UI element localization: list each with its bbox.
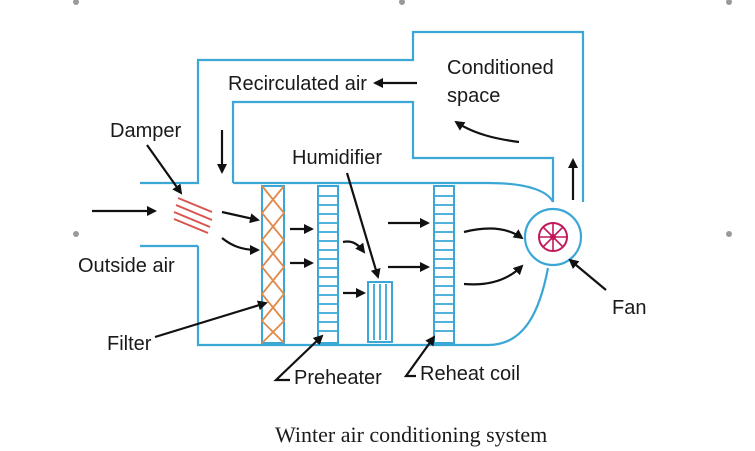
main-duct-top (233, 181, 554, 203)
recirculated-air-label: Recirculated air (228, 73, 367, 95)
mix-arrow (221, 237, 260, 255)
conditioned-space-arrow (454, 120, 520, 144)
damper-leader (146, 144, 183, 195)
corner-dot (399, 0, 405, 5)
humidifier-leader (345, 172, 381, 279)
damper-out-arrow (221, 210, 260, 224)
humidifier-icon (367, 281, 393, 343)
reheat-coil-icon (433, 185, 455, 344)
fan-label: Fan (612, 297, 646, 319)
inner-duct-wall (231, 100, 555, 202)
conditioned-space-label-line1: Conditioned (447, 57, 554, 79)
to-fan-arrow-2 (463, 264, 524, 286)
duct-system (140, 30, 585, 347)
filter-leader (154, 300, 268, 339)
humidifier-label: Humidifier (292, 147, 382, 169)
to-fan-arrow-1 (463, 227, 524, 240)
preheater-coil-icon (317, 185, 339, 344)
corner-dot (726, 0, 732, 5)
fan-leader (568, 258, 607, 291)
fan-icon (523, 207, 583, 267)
damper-label: Damper (110, 120, 181, 142)
side-dot (726, 231, 732, 237)
leader-lines (146, 144, 607, 382)
preheater-leader (273, 334, 324, 382)
airflow-arrows (92, 78, 578, 298)
corner-dot (73, 0, 79, 5)
reheat-coil-label: Reheat coil (420, 363, 520, 385)
preheat-out-arrow-1 (342, 240, 366, 254)
damper-icon (173, 197, 213, 234)
preheater-label: Preheater (294, 367, 382, 389)
diagram-caption: Winter air conditioning system (275, 422, 547, 447)
outer-duct-wall (140, 30, 585, 202)
outside-air-label: Outside air (78, 255, 175, 277)
filter-label: Filter (107, 333, 152, 355)
conditioned-space-label-line2: space (447, 85, 500, 107)
filter-icon (260, 185, 286, 344)
main-duct-bottom (196, 246, 550, 347)
side-dot (73, 231, 79, 237)
reheat-coil-leader (403, 335, 436, 378)
